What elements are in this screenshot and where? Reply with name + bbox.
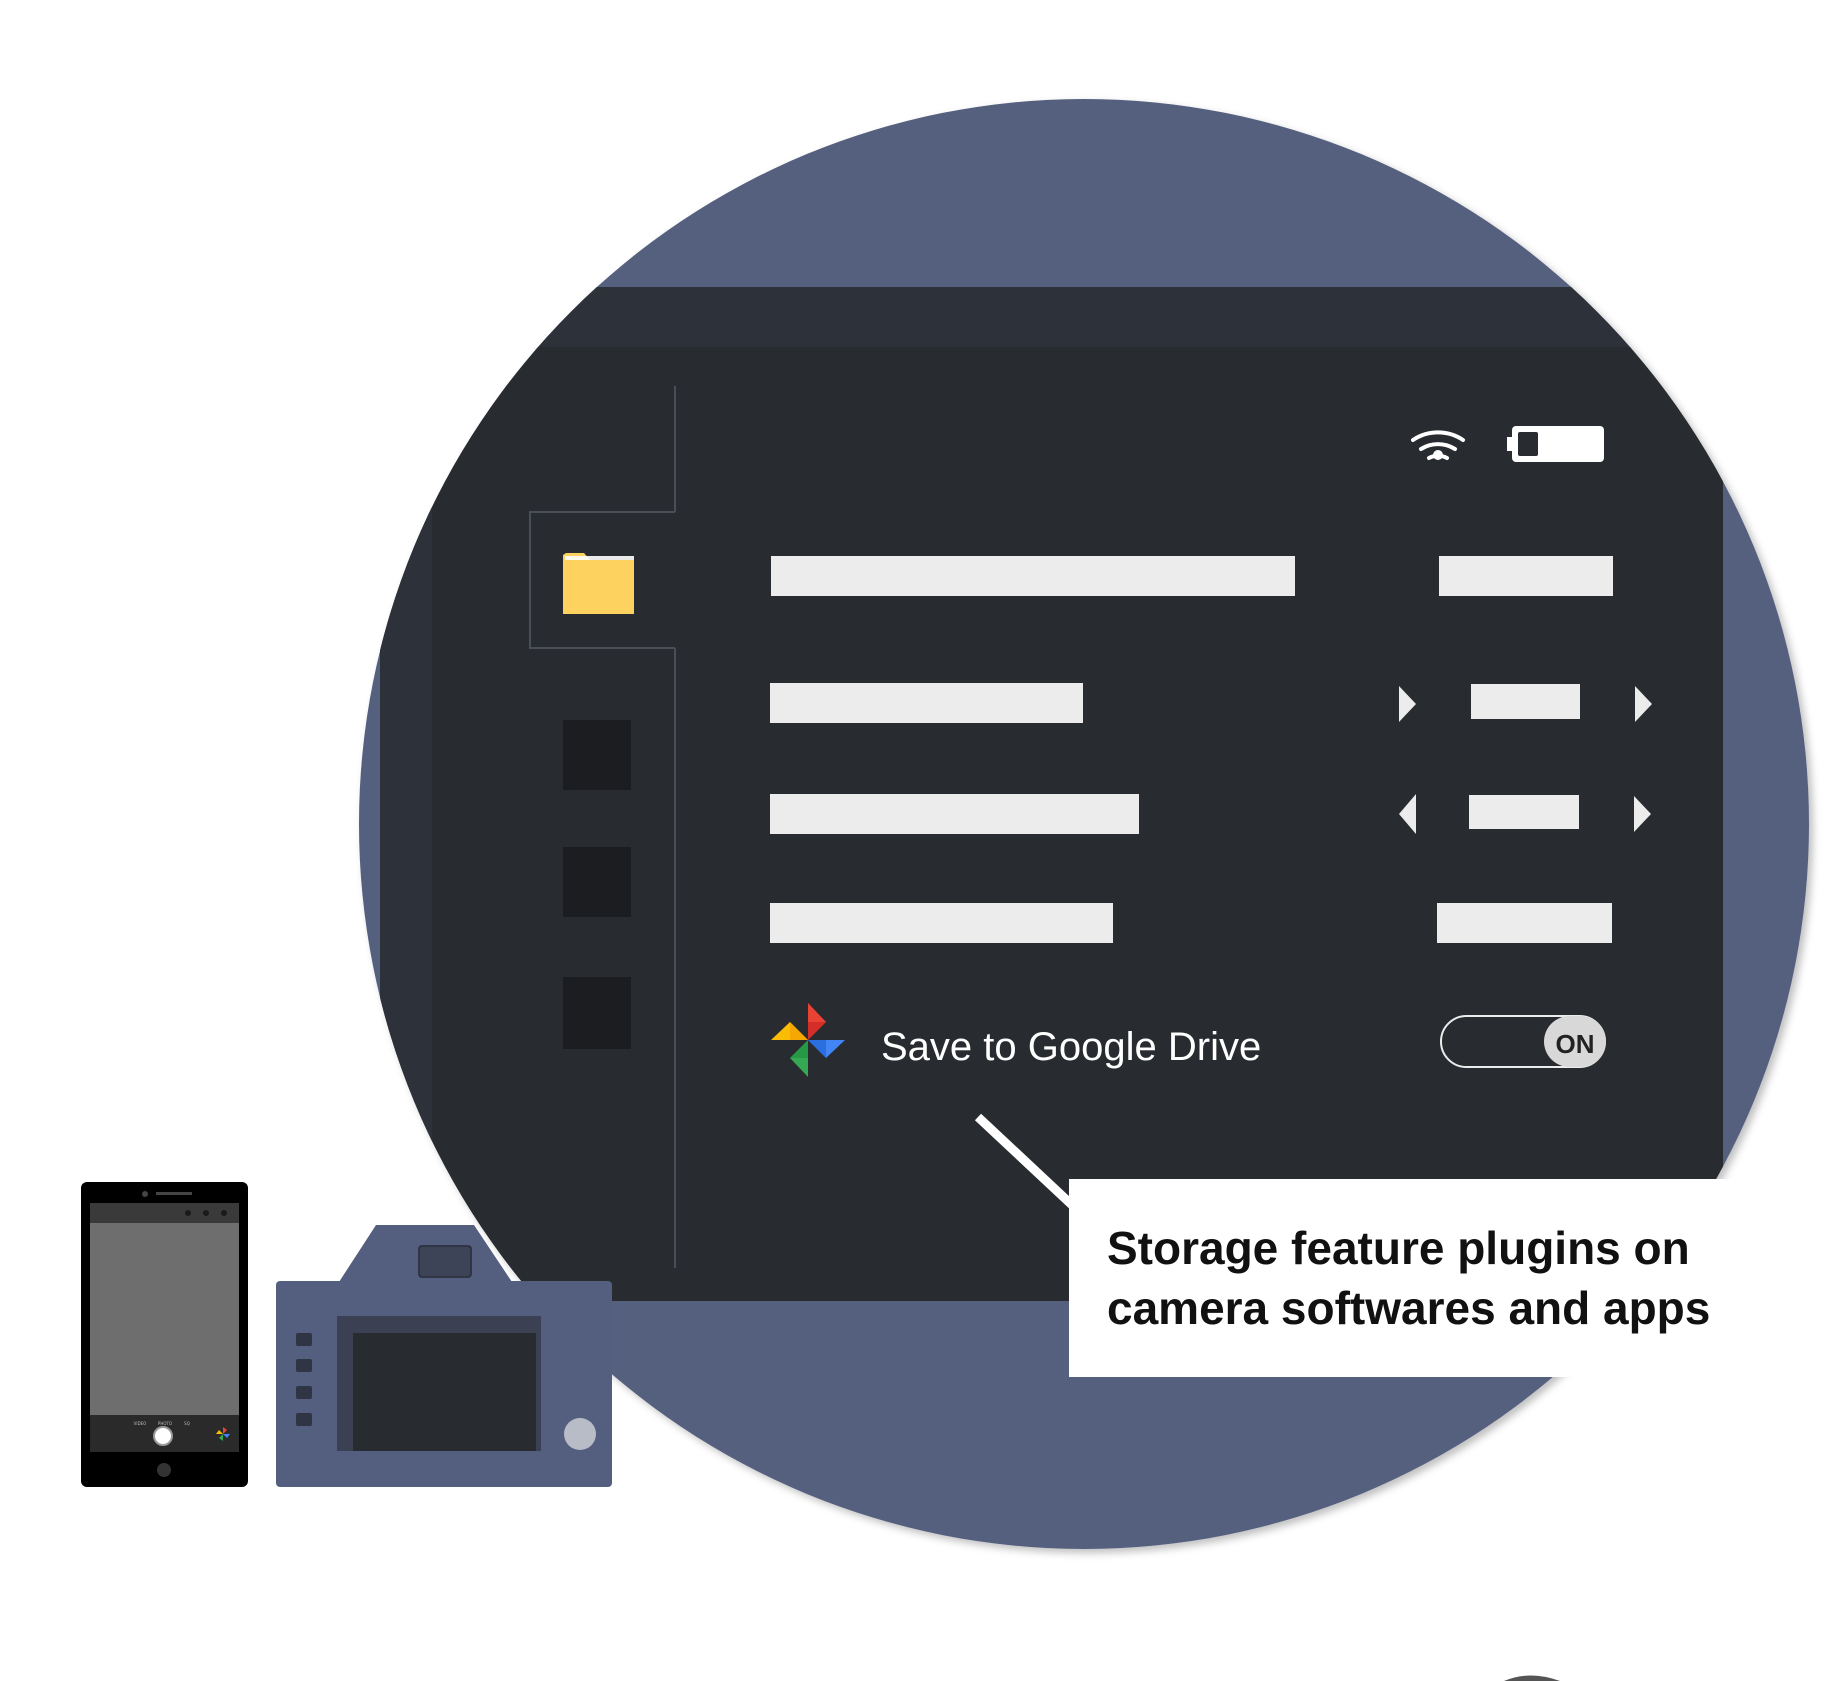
battery-icon — [1507, 426, 1604, 462]
camera-dial — [564, 1418, 596, 1450]
google-photos-icon — [771, 1003, 845, 1077]
corner-fragment — [1504, 1675, 1560, 1681]
phone-mode-video: VIDEO — [134, 1421, 147, 1426]
phone-mode-sq: SQ — [184, 1421, 190, 1426]
screen-header-bar — [380, 287, 1720, 349]
camera-button-1 — [296, 1333, 312, 1346]
settings-rows — [770, 556, 1652, 943]
phone-camera — [142, 1191, 148, 1197]
toggle-state-label: ON — [1556, 1029, 1595, 1059]
row-3-label — [770, 794, 1139, 834]
phone-home-button — [157, 1463, 171, 1477]
google-drive-toggle[interactable]: ON — [1440, 1015, 1606, 1068]
row-2-right-arrow[interactable] — [1635, 686, 1652, 722]
row-2-label — [770, 683, 1083, 723]
sidebar-tab-2[interactable] — [563, 720, 631, 790]
row-4-value[interactable] — [1437, 903, 1612, 943]
screen-left-edge — [380, 347, 432, 1301]
camera-screen — [353, 1333, 536, 1451]
smartphone: VIDEO PHOTO SQ — [81, 1182, 248, 1487]
sidebar-tab-4[interactable] — [563, 977, 631, 1049]
phone-google-photos-icon — [216, 1427, 230, 1441]
row-2-value — [1471, 684, 1580, 719]
row-1-value[interactable] — [1439, 556, 1613, 596]
phone-mode-photo: PHOTO — [158, 1421, 172, 1426]
camera-button-4 — [296, 1413, 312, 1426]
phone-speaker — [156, 1192, 192, 1195]
digital-camera — [276, 1225, 612, 1487]
phone-viewfinder — [90, 1223, 239, 1415]
row-3-right-arrow[interactable] — [1634, 796, 1651, 832]
row-3-value — [1469, 795, 1579, 829]
callout-pointer — [974, 1113, 1076, 1209]
callout-box — [1069, 1179, 1767, 1377]
google-drive-label: Save to Google Drive — [881, 1025, 1261, 1069]
sidebar-selected-tab-outline — [529, 511, 675, 649]
wifi-icon — [1411, 430, 1465, 460]
row-4-label — [770, 903, 1113, 943]
row-2-left-arrow[interactable] — [1399, 686, 1416, 722]
phone-shutter-button — [153, 1426, 173, 1446]
folder-icon[interactable] — [563, 553, 634, 614]
phone-status-bar — [90, 1203, 239, 1223]
row-3-left-arrow[interactable] — [1399, 794, 1416, 834]
callout-line-1: Storage feature plugins on — [1107, 1222, 1690, 1274]
sidebar — [529, 386, 676, 1268]
callout-line-2: camera softwares and apps — [1107, 1282, 1710, 1334]
sidebar-tab-3[interactable] — [563, 847, 631, 917]
row-1-label — [771, 556, 1295, 596]
camera-button-2 — [296, 1359, 312, 1372]
camera-button-3 — [296, 1386, 312, 1399]
